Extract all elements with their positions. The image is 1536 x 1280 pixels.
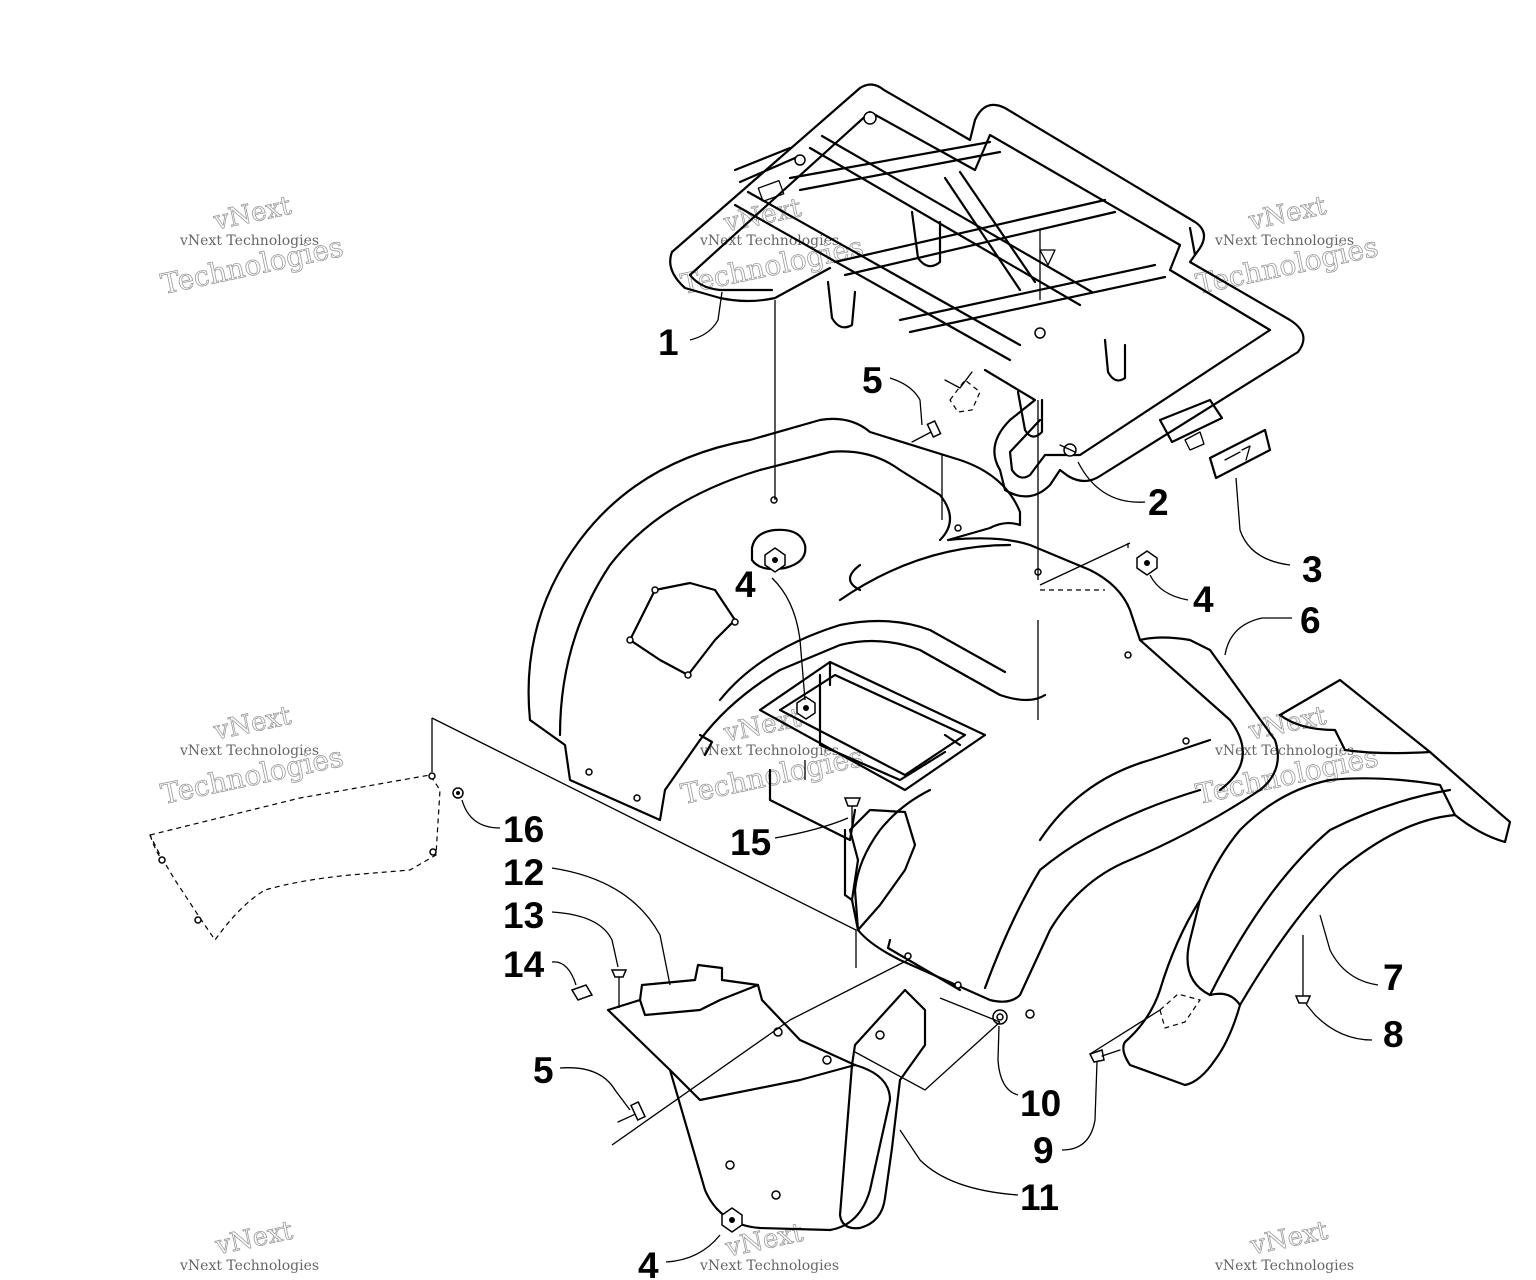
callout-12: 12 [503, 852, 544, 893]
callout-2: 2 [1148, 482, 1169, 523]
watermark-mid-left: vNext vNext Technologies Technologies [158, 701, 347, 812]
callout-14: 14 [503, 944, 545, 985]
clip-part-14 [570, 984, 594, 1001]
watermark-bottom-left: vNext vNext Technologies [179, 1215, 319, 1274]
svg-text:vNext: vNext [212, 1216, 296, 1262]
callout-1: 1 [658, 322, 679, 363]
screw-part-15 [843, 797, 862, 826]
svg-text:vNext Technologies: vNext Technologies [699, 743, 839, 759]
screw-part-8 [1294, 979, 1312, 1004]
bolt-part-2 [1059, 443, 1077, 457]
callout-4-bottom: 4 [638, 1245, 659, 1280]
svg-text:vNext: vNext [1245, 701, 1329, 747]
svg-text:vNext Technologies: vNext Technologies [1214, 1258, 1354, 1274]
screw-part-13 [610, 969, 628, 1001]
svg-text:vNext: vNext [1247, 1216, 1331, 1262]
well-nut-4-bottom [721, 1207, 743, 1233]
rear-rack [669, 83, 1305, 498]
svg-text:vNext: vNext [721, 703, 805, 749]
svg-text:vNext: vNext [210, 701, 294, 747]
screw-part-9 [1088, 1049, 1121, 1063]
watermark-top-right: vNext vNext Technologies Technologies [1193, 191, 1382, 302]
rivet-part-5-upper [911, 419, 942, 443]
splash-panel [606, 963, 892, 1232]
svg-text:vNext: vNext [1245, 191, 1329, 237]
rivet-part-5-lower [617, 1101, 647, 1123]
watermark-bottom-center: vNext vNext Technologies [699, 1217, 839, 1274]
callout-5-lower: 5 [533, 1050, 554, 1091]
callout-leaders [461, 291, 1379, 1263]
callout-4-upper-left: 4 [735, 564, 756, 605]
well-nut-4-upper-left [764, 547, 786, 573]
svg-text:vNext Technologies: vNext Technologies [179, 233, 319, 249]
callout-3: 3 [1302, 549, 1323, 590]
watermark-top-left: vNext vNext Technologies Technologies [158, 191, 347, 302]
callout-8: 8 [1383, 1014, 1404, 1055]
callout-10: 10 [1020, 1083, 1061, 1124]
callouts: 1 2 3 4 4 4 5 5 6 7 8 9 10 11 12 13 14 1… [503, 322, 1404, 1280]
callout-4-upper-right: 4 [1193, 579, 1214, 620]
callout-7: 7 [1383, 957, 1404, 998]
assembly-lines [431, 230, 1304, 1146]
fender-extension-right [1122, 678, 1512, 1087]
decal [1208, 428, 1272, 480]
callout-9: 9 [1033, 1130, 1054, 1171]
callout-11: 11 [1020, 1177, 1059, 1218]
left-shroud-phantom [149, 772, 441, 942]
callout-6: 6 [1300, 600, 1321, 641]
hardware [452, 371, 1312, 1233]
mud-flap [838, 988, 927, 1230]
callout-15: 15 [730, 822, 771, 863]
rear-fender [527, 417, 1279, 1003]
callout-5-upper: 5 [862, 360, 883, 401]
callout-16: 16 [503, 809, 544, 850]
svg-text:vNext Technologies: vNext Technologies [1214, 743, 1354, 759]
svg-text:vNext: vNext [210, 191, 294, 237]
well-nut-4-upper-right [1136, 550, 1158, 576]
svg-text:vNext Technologies: vNext Technologies [179, 1258, 319, 1274]
well-nut-box [796, 696, 816, 720]
svg-text:vNext Technologies: vNext Technologies [179, 743, 319, 759]
watermark-bottom-right: vNext vNext Technologies [1214, 1215, 1354, 1274]
callout-13: 13 [503, 895, 544, 936]
nut-part-16 [452, 787, 464, 799]
svg-text:vNext Technologies: vNext Technologies [1214, 233, 1354, 249]
svg-text:vNext Technologies: vNext Technologies [699, 1258, 839, 1274]
